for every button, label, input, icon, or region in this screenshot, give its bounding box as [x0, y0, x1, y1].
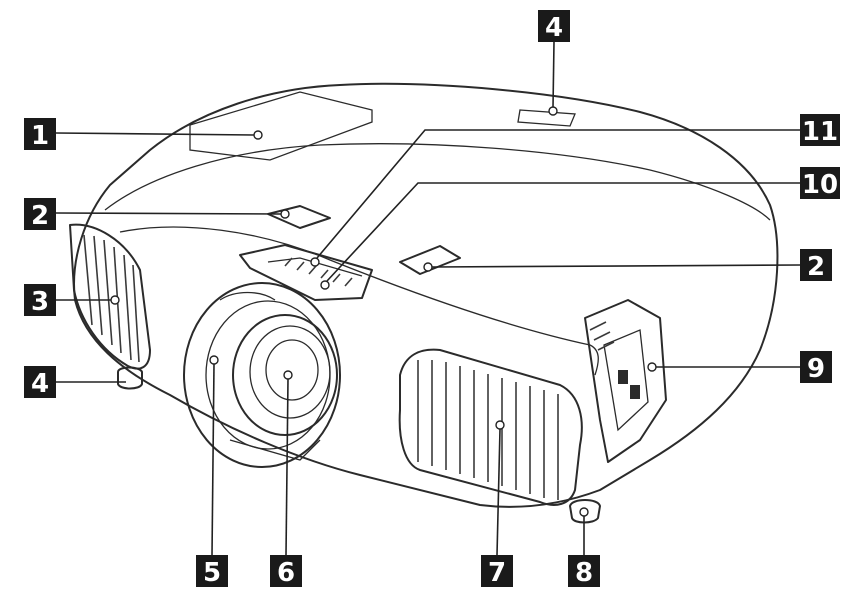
callout-badge: 7: [481, 555, 513, 588]
callout-badge: 8: [568, 555, 600, 588]
side-remote-sensor: [399, 245, 461, 275]
rear-sensor-point: [548, 106, 558, 116]
callout-badge: 2: [24, 198, 56, 231]
callout-badge: 1: [24, 118, 56, 151]
callout-badge: 2: [800, 249, 832, 282]
callout-label: 9: [807, 354, 825, 384]
leader-lines: [55, 41, 801, 556]
front-left-foot: [117, 366, 143, 390]
callout-badge: 4: [538, 10, 570, 43]
front-panel: [119, 226, 599, 376]
callout-badge: 4: [24, 366, 56, 399]
callout-badge: 5: [196, 555, 228, 588]
zoom-ring-point: [320, 280, 330, 290]
lens-point: [283, 370, 293, 380]
callout-label: 4: [31, 369, 49, 399]
rear-remote-sensor: [517, 109, 576, 127]
callout-label: 3: [31, 287, 49, 317]
projector-body: [73, 82, 779, 508]
callout-label: 7: [488, 558, 506, 588]
callout-label: 2: [807, 252, 825, 282]
left-air-exhaust-vent: [69, 223, 151, 370]
callout-badge: 11: [800, 114, 840, 147]
front-right-foot: [569, 499, 601, 524]
callout-label: 11: [802, 117, 838, 147]
lamp-cover-point: [253, 130, 263, 140]
callout-badge: 6: [270, 555, 302, 588]
callout-label: 5: [203, 558, 221, 588]
front-top-remote-sensor: [267, 205, 331, 229]
callout-badge: 9: [800, 351, 832, 384]
callout-label: 8: [575, 558, 593, 588]
front-air-intake-vent: [398, 348, 583, 506]
callout-label: 2: [31, 201, 49, 231]
focus-ring-point: [310, 257, 320, 267]
lamp-cover: [189, 91, 373, 161]
projector-illustration: [69, 82, 779, 524]
callout-label: 4: [545, 13, 563, 43]
callout-label: 10: [802, 170, 838, 200]
callout-badge: 3: [24, 284, 56, 317]
top-cover: [104, 143, 771, 221]
callout-label: 6: [277, 558, 295, 588]
lens-adjust-controls: [239, 244, 373, 301]
callout-badge: 10: [800, 167, 840, 200]
control-panel: [584, 299, 667, 463]
lens-assembly: [183, 282, 341, 468]
callout-label: 1: [31, 121, 49, 151]
lens-cover-point: [209, 355, 219, 365]
